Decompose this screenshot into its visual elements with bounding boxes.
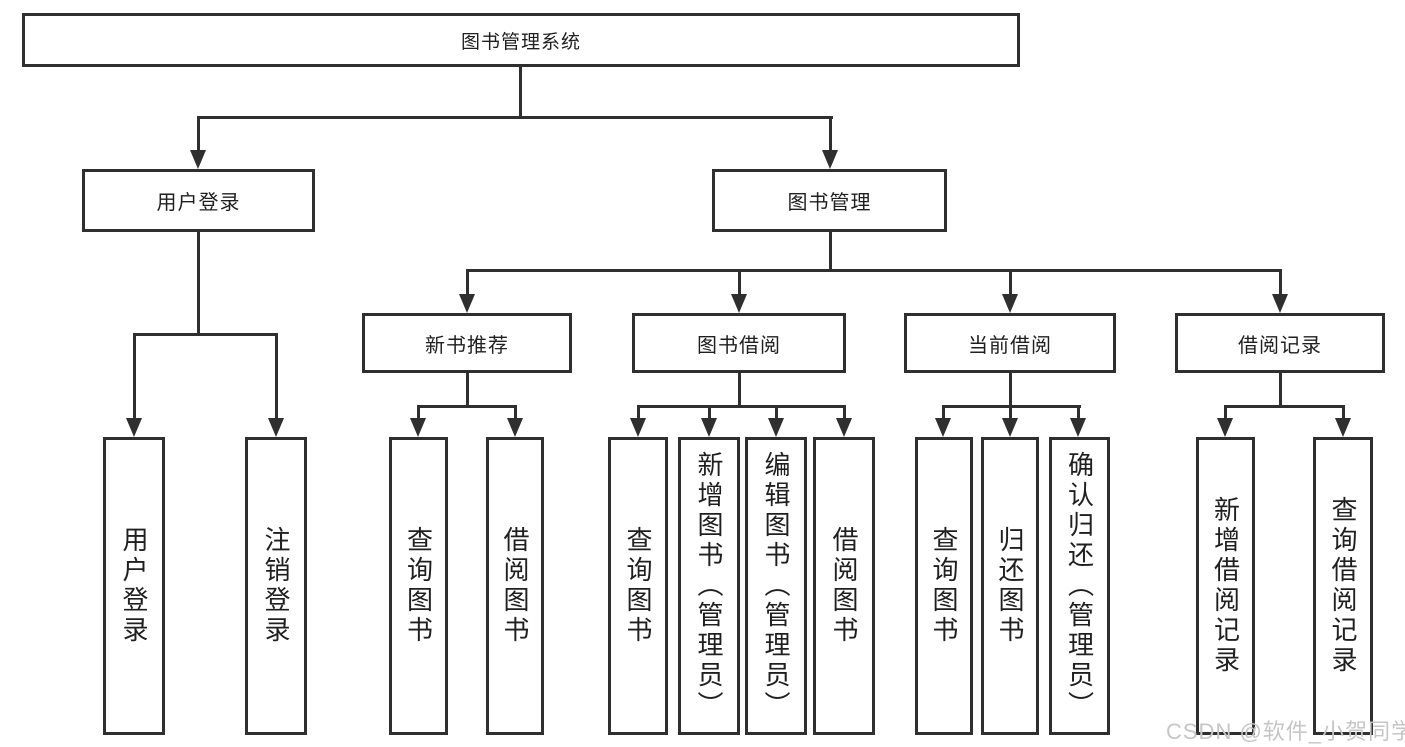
connector-current-borrow-stem [1009, 373, 1012, 408]
connector-book-borrow-stem [738, 373, 741, 408]
node-leaf-bb-borrow-book: 借阅图书 [813, 437, 875, 735]
csdn-watermark: CSDN @软件_小贺同学 [1166, 719, 1405, 744]
arrowhead-user-login [190, 150, 206, 169]
leaf-bb-query-book-label: 查询图书 [623, 526, 653, 646]
node-leaf-bb-add-book: 新增图书（管理员） [678, 437, 740, 735]
connector-drop-cb-return [1009, 405, 1012, 421]
connector-drop-cb-confirm [1077, 405, 1080, 421]
connector-drop-bb-borrow [843, 405, 846, 421]
leaf-bb-add-book-label: 新增图书（管理员） [694, 451, 724, 721]
arrowhead-bb-query [630, 418, 646, 437]
arrowhead-cb-return [1002, 418, 1018, 437]
connector-drop-br-query [1342, 405, 1345, 421]
connector-drop-nbr-borrow [514, 405, 517, 421]
leaf-nbr-borrow-book-label: 借阅图书 [500, 526, 530, 646]
node-leaf-bb-edit-book: 编辑图书（管理员） [745, 437, 807, 735]
connector-drop-leaf-user-login [133, 333, 136, 421]
node-leaf-bb-query-book: 查询图书 [608, 437, 668, 735]
node-leaf-nbr-query-book: 查询图书 [389, 437, 448, 735]
leaf-br-add-record-label: 新增借阅记录 [1210, 496, 1241, 676]
arrowhead-bb-edit [768, 418, 784, 437]
node-leaf-logout: 注销登录 [245, 437, 307, 735]
arrowhead-bb-add [701, 418, 717, 437]
connector-borrow-record-stem [1279, 373, 1282, 408]
connector-drop-user-login [197, 116, 200, 152]
arrowhead-br-query [1335, 418, 1351, 437]
connector-drop-book-management [829, 116, 832, 152]
arrowhead-leaf-user-login [126, 418, 142, 437]
node-leaf-cb-confirm-return: 确认归还（管理员） [1049, 437, 1110, 735]
connector-drop-current-borrow [1009, 269, 1012, 297]
node-book-borrow: 图书借阅 [632, 313, 846, 373]
leaf-br-query-record-label: 查询借阅记录 [1328, 496, 1358, 676]
leaf-cb-confirm-return-label: 确认归还（管理员） [1064, 451, 1095, 721]
leaf-cb-query-book-label: 查询图书 [929, 526, 959, 646]
node-user-login: 用户登录 [82, 169, 315, 232]
leaf-cb-return-book-label: 归还图书 [995, 526, 1025, 646]
arrowhead-nbr-borrow [507, 418, 523, 437]
connector-drop-bb-query [637, 405, 640, 421]
connector-user-login-horizontal [133, 333, 278, 336]
connector-drop-book-borrow [738, 269, 741, 297]
connector-drop-borrow-record [1279, 269, 1282, 297]
leaf-bb-edit-book-label: 编辑图书（管理员） [761, 451, 791, 721]
node-leaf-cb-query-book: 查询图书 [915, 437, 973, 735]
connector-root-stem [519, 67, 522, 118]
arrowhead-cb-confirm [1070, 418, 1086, 437]
arrowhead-leaf-logout [268, 418, 284, 437]
connector-drop-leaf-logout [275, 333, 278, 421]
connector-root-horizontal [197, 116, 833, 119]
connector-user-login-stem [197, 232, 200, 335]
leaf-bb-borrow-book-label: 借阅图书 [829, 526, 859, 646]
leaf-logout-label: 注销登录 [261, 526, 291, 646]
arrowhead-br-add [1217, 418, 1233, 437]
node-leaf-br-add-record: 新增借阅记录 [1196, 437, 1255, 735]
connector-drop-nbr-query [417, 405, 420, 421]
connector-book-management-stem [829, 232, 832, 272]
connector-new-book-recommend-horizontal [417, 405, 517, 408]
arrowhead-cb-query [935, 418, 951, 437]
node-leaf-cb-return-book: 归还图书 [981, 437, 1039, 735]
connector-drop-new-book-recommend [466, 269, 469, 297]
node-root: 图书管理系统 [22, 13, 1020, 67]
arrowhead-book-borrow [731, 294, 747, 313]
connector-book-borrow-horizontal [637, 405, 846, 408]
connector-book-management-horizontal [466, 269, 1282, 272]
connector-new-book-recommend-stem [466, 373, 469, 408]
arrowhead-current-borrow [1002, 294, 1018, 313]
node-borrow-record: 借阅记录 [1175, 313, 1385, 373]
connector-drop-bb-edit [775, 405, 778, 421]
connector-drop-bb-add [708, 405, 711, 421]
connector-drop-br-add [1224, 405, 1227, 421]
connector-borrow-record-horizontal [1224, 405, 1345, 408]
arrowhead-nbr-query [410, 418, 426, 437]
node-current-borrow: 当前借阅 [904, 313, 1116, 373]
node-new-book-recommend: 新书推荐 [362, 313, 572, 373]
leaf-nbr-query-book-label: 查询图书 [403, 526, 434, 646]
arrowhead-borrow-record [1272, 294, 1288, 313]
node-leaf-user-login: 用户登录 [103, 437, 165, 735]
leaf-user-login-label: 用户登录 [119, 526, 149, 646]
node-book-management: 图书管理 [712, 169, 947, 232]
connector-drop-cb-query [942, 405, 945, 421]
arrowhead-bb-borrow [836, 418, 852, 437]
arrowhead-new-book-recommend [459, 294, 475, 313]
node-leaf-nbr-borrow-book: 借阅图书 [486, 437, 544, 735]
node-leaf-br-query-record: 查询借阅记录 [1313, 437, 1373, 735]
arrowhead-book-management [822, 150, 838, 169]
